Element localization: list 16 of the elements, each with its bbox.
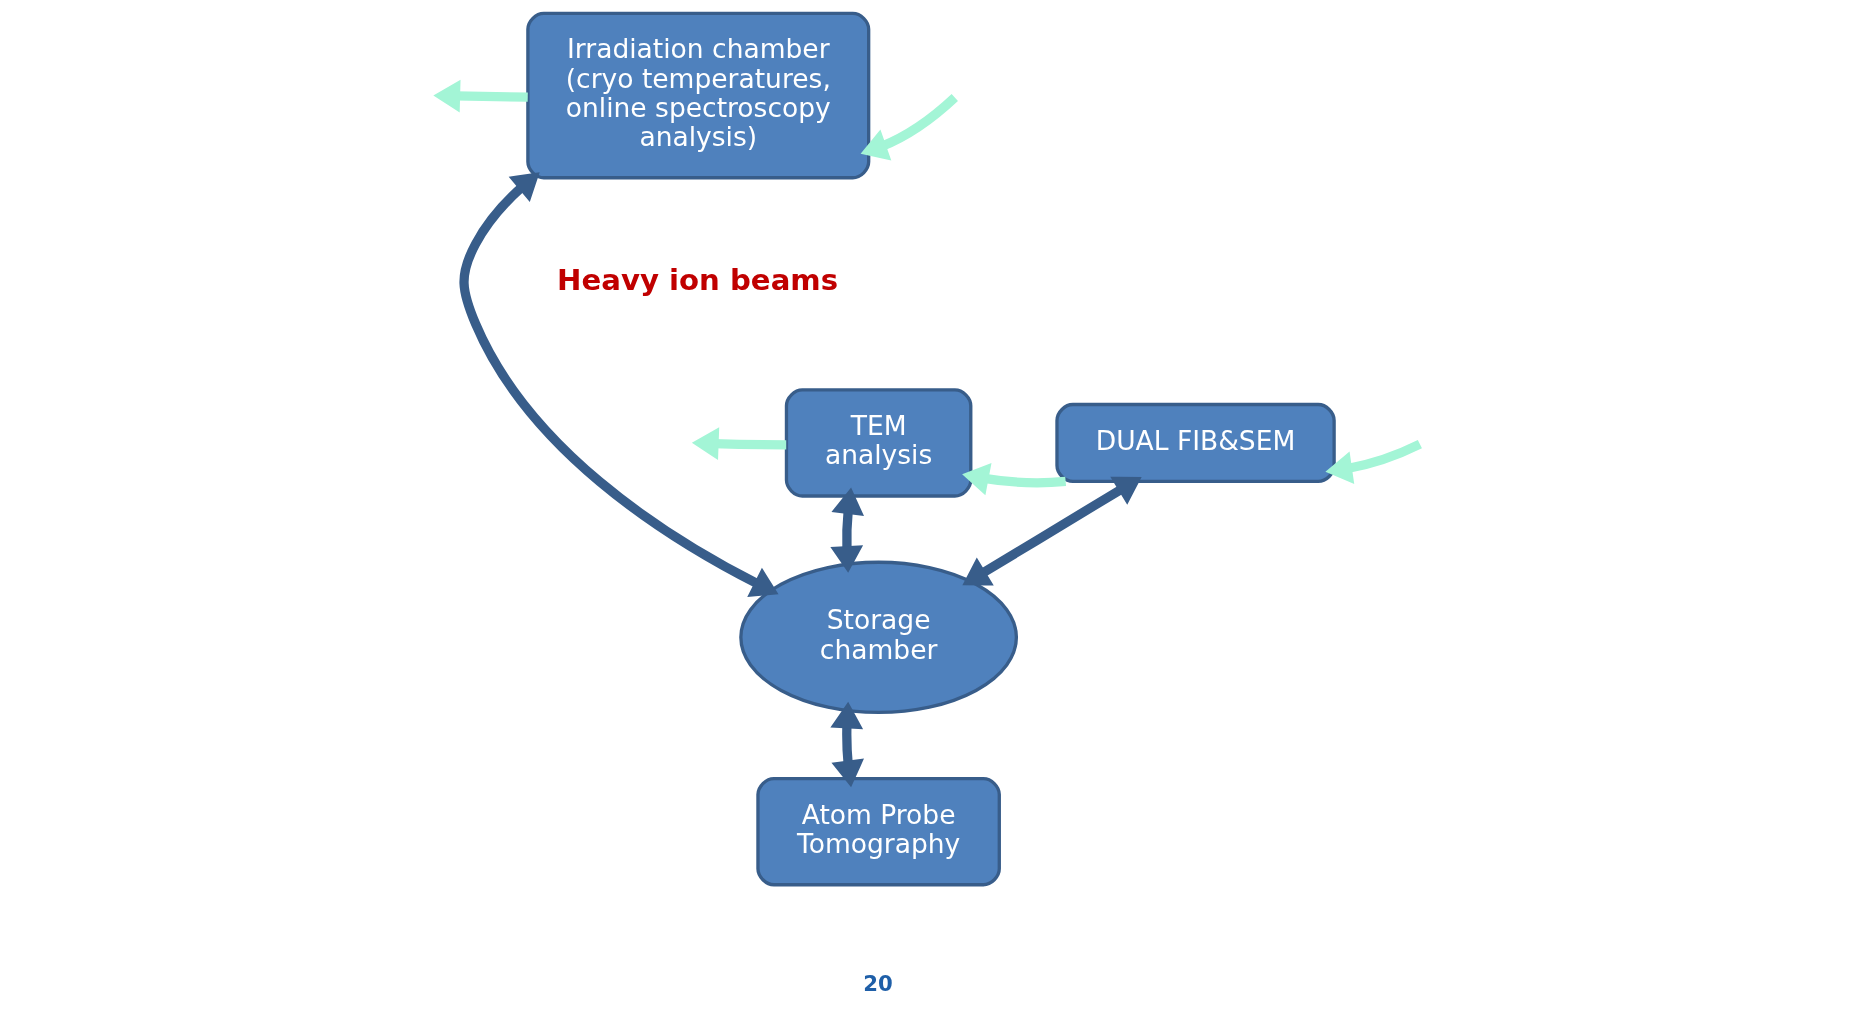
node-box: TEM analysis <box>784 388 972 498</box>
arrow <box>432 79 528 113</box>
arrow <box>961 476 1142 586</box>
arrow <box>860 94 958 161</box>
arrow <box>458 172 779 598</box>
label: 20 <box>862 970 893 996</box>
arrow <box>829 701 864 788</box>
label: Heavy ion beams <box>556 262 838 297</box>
arrow <box>1324 440 1422 485</box>
node-box: Irradiation chamber (cryo temperatures, online spectroscopy analysis) <box>525 11 870 180</box>
arrow <box>829 487 864 573</box>
node-box: Atom Probe Tomography <box>755 777 1001 887</box>
arrow <box>691 427 786 461</box>
arrow <box>961 463 1066 496</box>
node-ellipse: Storage chamber <box>738 560 1018 715</box>
node-box: DUAL FIB&SEM <box>1054 402 1336 484</box>
